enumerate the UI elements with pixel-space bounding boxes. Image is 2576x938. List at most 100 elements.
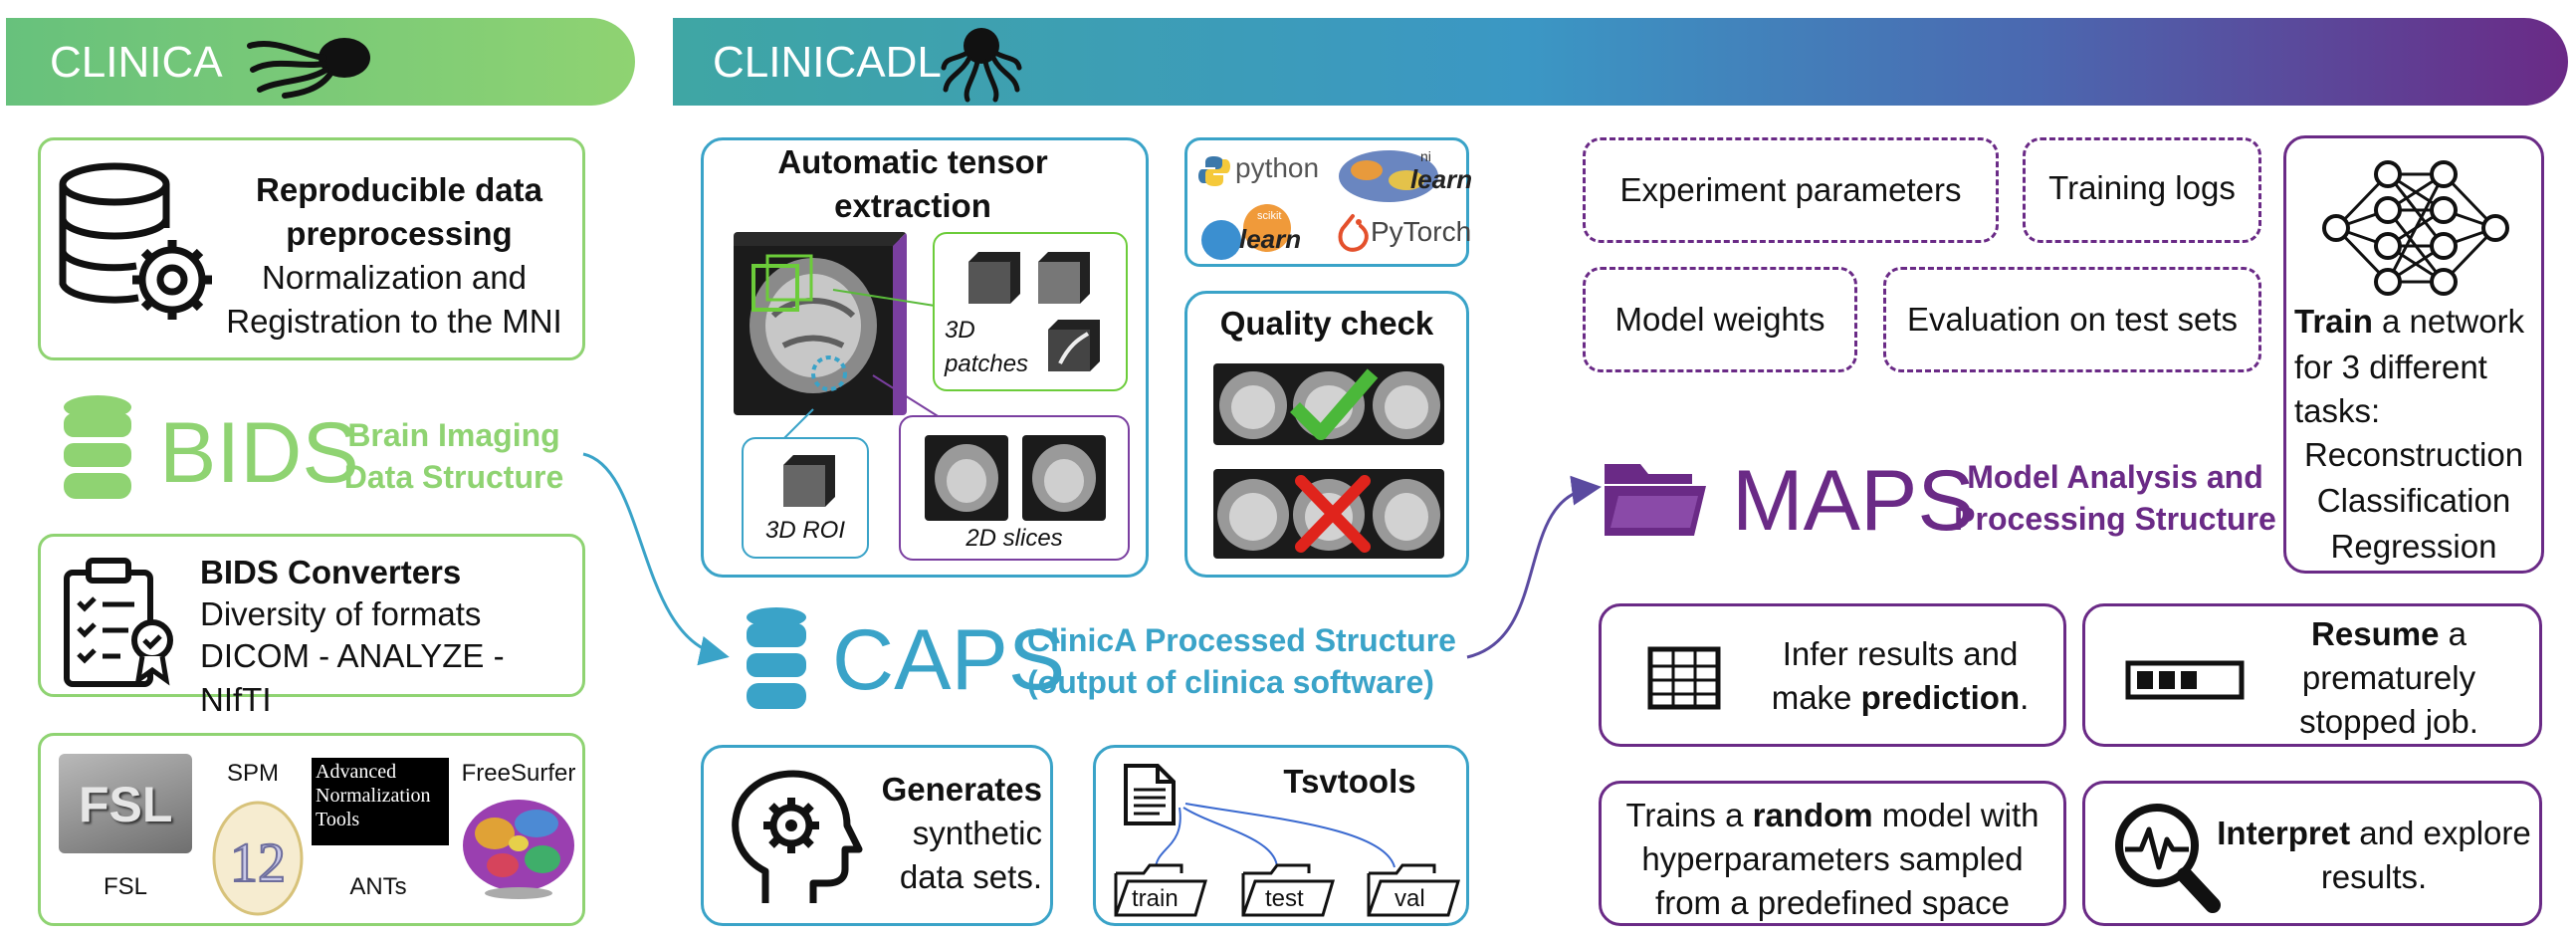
maps-line1: Model Analysis and [1967, 459, 2263, 495]
2d-slices-box: 2D slices [899, 415, 1130, 561]
train-line2: for 3 different [2294, 349, 2487, 385]
resume-line1: Resume a [2254, 612, 2523, 656]
clinica-banner-title: CLINICA [50, 38, 223, 87]
sklearn-icon [1201, 204, 1291, 260]
train-bold: Train [2294, 303, 2373, 340]
head-gear-icon [732, 770, 863, 903]
tensor-extraction-card: Automatic tensor extraction 3D patches 3… [701, 137, 1149, 578]
tsvtools-card: Tsvtools train test val [1093, 745, 1469, 926]
experiment-parameters-item: Experiment parameters [1583, 137, 1999, 243]
bids-acronym: BIDS [159, 405, 359, 501]
octopus-logo-icon [247, 38, 370, 99]
sklearn-scikit: scikit [1257, 210, 1282, 222]
model-weights-label: Model weights [1614, 301, 1825, 338]
train-line1: Train a network [2294, 300, 2537, 344]
resume-l1: a [2439, 615, 2467, 652]
generates-card: Generates synthetic data sets. [701, 745, 1053, 926]
random-l1a: Trains a [1625, 797, 1753, 833]
quality-check-title: Quality check [1219, 305, 1434, 342]
resume-line2: prematurely [2301, 659, 2476, 696]
ants-label: ANTs [349, 873, 407, 900]
model-weights-item: Model weights [1583, 267, 1857, 372]
nilearn-ni: ni [1420, 148, 1431, 164]
folder-test: test [1239, 859, 1337, 919]
spm-label: SPM [226, 760, 279, 787]
random-search-card: Trains a random model with hyperparamete… [1599, 781, 2066, 926]
converters-line2: DICOM - ANALYZE - NIfTI [200, 637, 505, 718]
generates-line2: synthetic [912, 815, 1042, 851]
slice-thumb-2 [1022, 435, 1106, 521]
pytorch-label: PyTorch [1371, 216, 1472, 247]
roi-cube-icon [783, 455, 835, 507]
resume-bold: Resume [2311, 615, 2440, 652]
python-label: python [1235, 152, 1320, 183]
evaluation-label: Evaluation on test sets [1906, 301, 2239, 338]
maps-acronym: MAPS [1732, 453, 1975, 549]
preprocessing-body: Normalization and Registration to the MN… [226, 259, 562, 340]
train-l1: a network [2372, 303, 2525, 340]
random-l1b: random [1752, 797, 1873, 833]
train-network-card: Train a network for 3 different tasks: R… [2283, 135, 2544, 574]
clinicadl-banner: CLINICADL [673, 18, 2568, 106]
random-line3: from a predefined space [1655, 884, 2010, 921]
converters-title: BIDS Converters [200, 554, 462, 590]
generates-line3: data sets. [899, 858, 1042, 895]
folder-icon [1241, 863, 1336, 917]
document-icon [1124, 764, 1176, 825]
check-mark-icon [1290, 368, 1379, 440]
evaluation-item: Evaluation on test sets [1883, 267, 2261, 372]
bids-converters-card: BIDS Converters Diversity of formats DIC… [38, 534, 585, 718]
3d-roi-label: 3D ROI [764, 517, 845, 544]
clinicadl-banner-title: CLINICADL [713, 38, 942, 87]
resume-line3: stopped job. [2299, 703, 2478, 740]
train-line3: tasks: [2294, 392, 2381, 429]
random-line1: Trains a random model with [1602, 794, 2063, 837]
slice-brain-icon [1032, 444, 1096, 512]
caps-database-icon [747, 607, 806, 709]
resume-card: Resume a prematurely stopped job. [2082, 603, 2542, 747]
infer-line2: make prediction. [1741, 676, 2059, 720]
fsl-logo-text: FSL [79, 777, 173, 832]
folder-label: train [1132, 885, 1179, 912]
preprocessing-card: Reproducible data preprocessing Normaliz… [38, 137, 585, 360]
octopus-logo-icon [941, 28, 1022, 103]
training-logs-label: Training logs [2048, 169, 2236, 206]
tsvtools-arrows [1155, 803, 1395, 870]
3d-roi-box: 3D ROI [742, 437, 869, 559]
training-logs-item: Training logs [2023, 137, 2261, 243]
nilearn-learn: learn [1410, 164, 1473, 194]
tsvtools-title: Tsvtools [1283, 763, 1416, 800]
clipboard-checklist-icon [64, 558, 173, 687]
generates-bold: Generates [881, 771, 1042, 808]
folder-label: test [1265, 885, 1304, 912]
interpret-l1: and explore [2350, 815, 2531, 851]
sklearn-learn: learn [1239, 224, 1302, 254]
task-reconstruction: Reconstruction [2303, 436, 2524, 473]
tools-card: FSL FSL SPM 12 Advanced Normalization To… [38, 733, 585, 926]
nilearn-brain-icon [1339, 150, 1438, 202]
infer-line1: Infer results and [1782, 635, 2019, 672]
patch-cubes-icon [968, 252, 1100, 371]
interpret-line2: results. [2320, 858, 2428, 895]
ants-logo-text: Advanced Normalization Tools [316, 761, 431, 830]
caps-line2: (output of clinica software) [1027, 664, 1434, 700]
sklearn-logo: scikit learn [1199, 204, 1329, 264]
cross-mark-icon [1295, 475, 1371, 553]
folder-icon [1367, 863, 1461, 917]
tensor-extraction-title: Automatic tensor extraction [777, 143, 1048, 224]
2d-slices-label: 2D slices [966, 525, 1063, 552]
freesurfer-label: FreeSurfer [461, 760, 576, 787]
interpret-line1: Interpret and explore [2215, 812, 2533, 855]
qc-brains-good [1213, 363, 1444, 445]
maps-folder-icon [1605, 464, 1706, 536]
slice-thumb-1 [925, 435, 1008, 521]
converters-line1: Diversity of formats [200, 595, 482, 632]
extraction-arrows [782, 289, 944, 440]
caps-acronym: CAPS [832, 612, 1066, 708]
progress-bar-icon [2125, 660, 2245, 700]
3d-patches-label: 3D patches [945, 317, 1029, 377]
freesurfer-brain-icon [463, 800, 574, 899]
quality-check-card: Quality check [1184, 291, 1469, 578]
infer-l2b: prediction [1860, 679, 2021, 716]
